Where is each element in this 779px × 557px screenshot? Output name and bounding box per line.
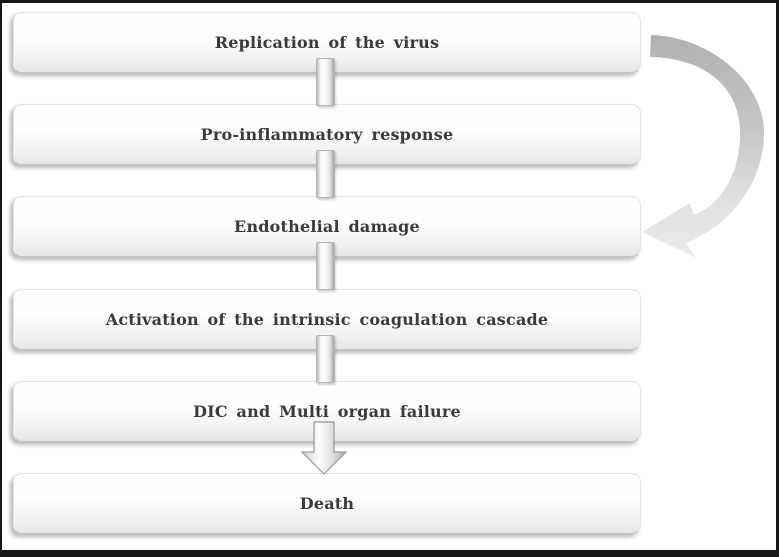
down-connector-2 [316, 150, 335, 198]
flow-step-label: DIC and Multi organ failure [193, 402, 461, 421]
flow-step-label: Endothelial damage [234, 217, 420, 236]
down-connector-4 [316, 335, 335, 383]
down-connector-1 [316, 58, 335, 106]
flow-step-label: Replication of the virus [214, 33, 440, 52]
down-connector-3 [316, 242, 335, 290]
flow-step-label: Death [299, 494, 355, 513]
flow-step-label: Activation of the intrinsic coagulation … [105, 310, 549, 329]
flow-step-dic: DIC and Multi organ failure [13, 381, 641, 442]
feedback-curved-arrow-icon [642, 35, 764, 258]
flow-step-label: Pro-inflammatory response [200, 125, 454, 144]
flow-step-death: Death [13, 473, 641, 534]
down-arrow-icon [301, 421, 348, 475]
